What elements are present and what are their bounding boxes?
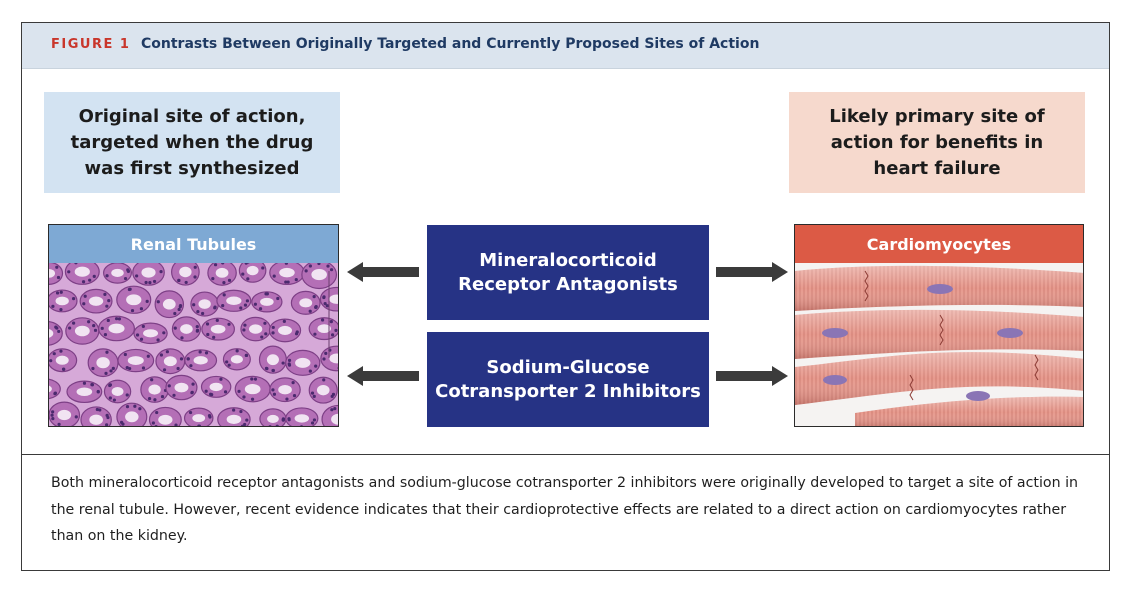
- left-arrow-icon: [347, 366, 419, 386]
- caption-divider: [22, 454, 1109, 455]
- figure-caption: Both mineralocorticoid receptor antagoni…: [51, 475, 1079, 544]
- original-site-box: Original site of action, targeted when t…: [44, 92, 340, 193]
- cardiomyocytes-label: Cardiomyocytes: [795, 225, 1083, 263]
- figure-title: Contrasts Between Originally Targeted an…: [141, 36, 760, 52]
- renal-histology-image: [49, 263, 338, 426]
- cardiomyocyte-image: [795, 263, 1083, 426]
- renal-tubules-label: Renal Tubules: [49, 225, 338, 263]
- likely-site-box: Likely primary site of action for benefi…: [789, 92, 1085, 193]
- mra-drug-box: Mineralocorticoid Receptor Antagonists: [427, 225, 709, 320]
- right-arrow-icon: [716, 366, 788, 386]
- left-arrow-icon: [347, 262, 419, 282]
- cardiomyocytes-panel: Cardiomyocytes: [794, 224, 1084, 427]
- right-arrow-icon: [716, 262, 788, 282]
- figure-frame: FIGURE 1 Contrasts Between Originally Ta…: [21, 22, 1110, 571]
- renal-tubules-panel: Renal Tubules: [48, 224, 339, 427]
- figure-header: FIGURE 1 Contrasts Between Originally Ta…: [22, 23, 1109, 69]
- figure-number: FIGURE 1: [51, 37, 131, 52]
- sglt2-drug-box: Sodium-Glucose Cotransporter 2 Inhibitor…: [427, 332, 709, 427]
